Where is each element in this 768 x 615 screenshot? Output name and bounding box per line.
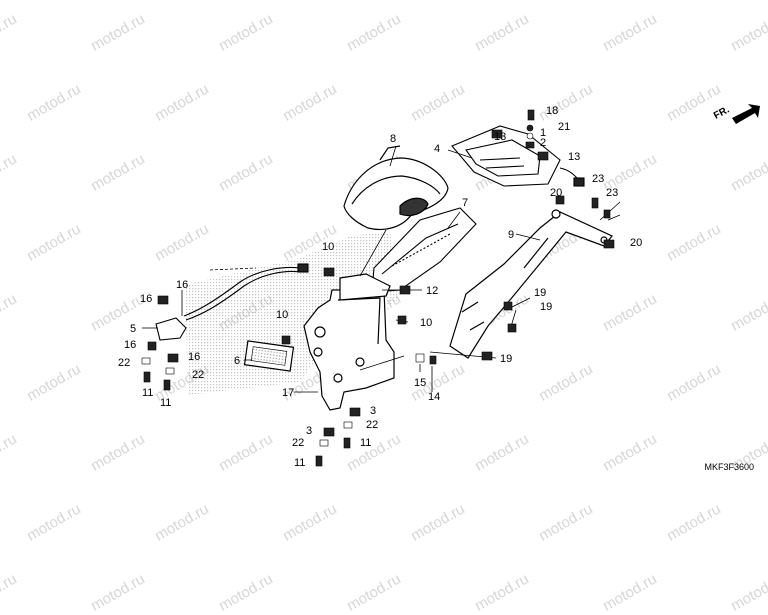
callout-14: 14 (428, 391, 440, 403)
callout-11: 11 (160, 397, 171, 409)
callout-4: 4 (434, 143, 440, 155)
callout-11: 11 (360, 437, 371, 449)
callout-19: 19 (534, 287, 546, 299)
watermark-text: motod.ru (344, 570, 404, 615)
callout-9: 9 (508, 229, 514, 241)
callout-20: 20 (550, 187, 562, 199)
callout-3: 3 (306, 425, 312, 437)
callout-10: 10 (322, 241, 334, 253)
callout-22: 22 (366, 419, 378, 431)
callout-23: 23 (606, 187, 618, 199)
diagram-canvas: motod.ru motod.ru motod.ru motod.ru motod.ru… (0, 10, 768, 614)
callout-2: 2 (540, 137, 546, 149)
callout-10: 10 (276, 309, 288, 321)
callout-7: 7 (462, 197, 468, 209)
callout-11: 11 (142, 387, 153, 399)
seat-cowl (343, 145, 449, 231)
callout-5: 5 (130, 323, 136, 335)
callout-20: 20 (630, 237, 642, 249)
callout-13: 13 (568, 151, 580, 163)
front-direction-arrow (732, 104, 760, 124)
callout-12: 12 (426, 285, 438, 297)
callout-16: 16 (176, 279, 188, 291)
callout-22: 22 (118, 357, 130, 369)
callout-19: 19 (500, 353, 512, 365)
license-bracket (303, 273, 395, 411)
callout-22: 22 (192, 369, 204, 381)
callout-13: 13 (494, 131, 506, 143)
callout-16: 16 (188, 351, 200, 363)
reflector (243, 340, 295, 372)
watermark-text: motod.ru (0, 570, 20, 615)
callout-23: 23 (592, 173, 604, 185)
callout-15: 15 (414, 377, 426, 389)
watermark-text: motod.ru (216, 570, 276, 615)
callout-3: 3 (370, 405, 376, 417)
callout-10: 10 (420, 317, 432, 329)
callout-8: 8 (390, 133, 396, 145)
watermark-text: motod.ru (600, 570, 660, 615)
diagram-code: MKF3F3600 (704, 462, 754, 472)
tail-light-unit (451, 125, 585, 187)
callout-18: 18 (546, 105, 558, 117)
callout-numbers: 1233456789101010111111111213131415161616… (118, 105, 642, 469)
callout-1: 1 (540, 127, 546, 139)
parts-drawing: 1233456789101010111111111213131415161616… (118, 104, 760, 469)
fender-shade (185, 232, 398, 395)
watermark-text: motod.ru (88, 570, 148, 615)
license-light (155, 263, 309, 341)
callout-21: 21 (558, 121, 570, 133)
callout-17: 17 (282, 387, 294, 399)
callout-11: 11 (294, 457, 305, 469)
callout-19: 19 (540, 301, 552, 313)
fasteners (141, 109, 615, 467)
watermark-text: motod.ru (728, 570, 768, 615)
callout-16: 16 (140, 293, 152, 305)
callout-16: 16 (124, 339, 136, 351)
rear-frame-stay (449, 209, 613, 359)
callout-22: 22 (292, 437, 304, 449)
callout-6: 6 (234, 355, 240, 367)
watermark-text: motod.ru (472, 570, 532, 615)
